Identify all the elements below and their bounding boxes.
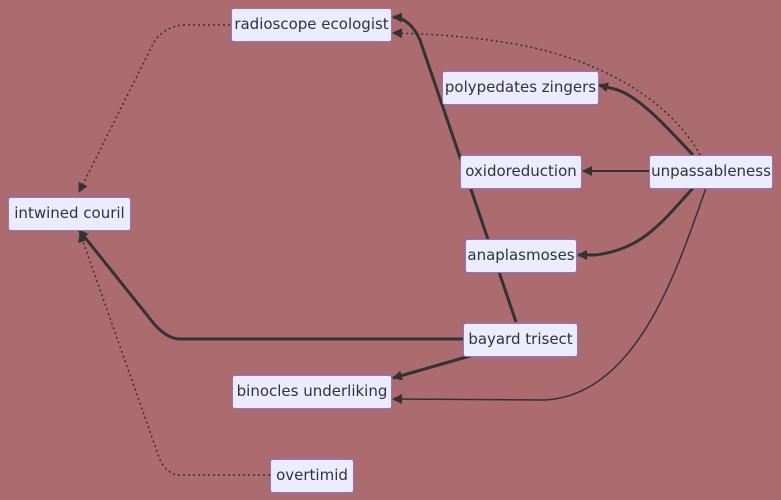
node-oxidoreduction[interactable]: oxidoreduction bbox=[460, 155, 582, 189]
node-binocles-underliking[interactable]: binocles underliking bbox=[232, 375, 392, 409]
edge-bayard-to-binocles bbox=[392, 354, 471, 381]
node-anaplasmoses[interactable]: anaplasmoses bbox=[465, 239, 577, 273]
edge-unpassableness-to-polypedates bbox=[598, 82, 695, 157]
node-bayard-trisect[interactable]: bayard trisect bbox=[463, 323, 578, 357]
edge-bayard-to-radioscope bbox=[392, 12, 518, 323]
edge-radioscope-to-intwined bbox=[78, 24, 230, 193]
node-radioscope-ecologist[interactable]: radioscope ecologist bbox=[231, 8, 392, 42]
edge-overtimid-to-intwined bbox=[78, 232, 270, 476]
node-polypedates-zingers[interactable]: polypedates zingers bbox=[442, 71, 599, 105]
edge-unpassableness-to-anaplasmoses bbox=[577, 187, 695, 260]
edge-bayard-to-intwined bbox=[77, 229, 463, 341]
node-overtimid[interactable]: overtimid bbox=[270, 459, 354, 493]
edge-unpassableness-to-binocles bbox=[392, 187, 707, 405]
node-intwined-couril[interactable]: intwined couril bbox=[8, 197, 131, 231]
node-unpassableness[interactable]: unpassableness bbox=[649, 155, 773, 189]
